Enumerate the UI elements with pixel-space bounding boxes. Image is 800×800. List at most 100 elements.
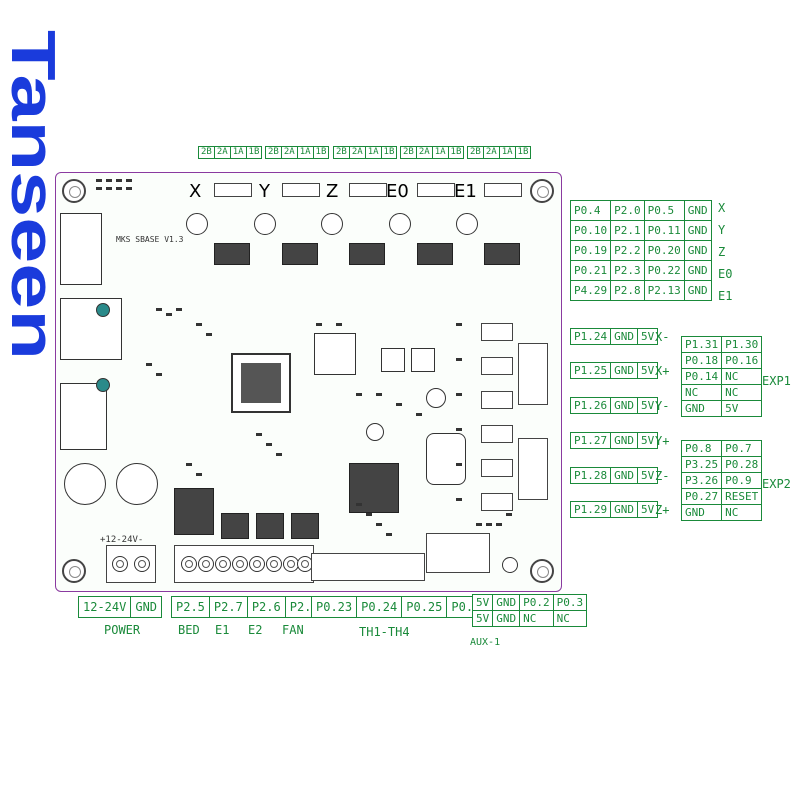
pin-cell: P0.9 [721, 472, 763, 489]
pin-cell: P1.27 [569, 432, 612, 449]
pin-cell: P0.19 [569, 240, 612, 261]
exp1-header [518, 343, 548, 405]
inductor [314, 333, 356, 375]
pin-cell: P0.7 [721, 440, 763, 457]
pin-cell: P0.24 [356, 596, 403, 618]
pin-cell: P0.11 [643, 220, 685, 241]
motor-axis-label: E1 [718, 289, 733, 303]
pin-cell: P2.13 [643, 280, 685, 301]
sd-card-slot [60, 383, 107, 450]
buzzer [426, 433, 466, 485]
axis-label: Y [259, 181, 270, 202]
endstop-connector [481, 357, 513, 375]
pin-cell: P0.22 [643, 260, 685, 281]
capacitor [426, 388, 446, 408]
endstop-connector [481, 493, 513, 511]
pin-cell: NC [721, 368, 763, 385]
endstop-connector [481, 323, 513, 341]
mounting-hole [530, 179, 554, 203]
pin-cell: GND [683, 200, 712, 221]
smd-part [456, 463, 462, 466]
pin-cell: GND [683, 240, 712, 261]
smd-part [356, 503, 362, 506]
pin-cell: P1.29 [569, 501, 612, 518]
pin-cell: P3.25 [680, 456, 723, 473]
motor-header-pin-label: 1B [248, 147, 260, 157]
smd-part [146, 363, 152, 366]
axis-label: E0 [386, 181, 409, 202]
motor-header-pin-label: 2A [417, 147, 433, 158]
mounting-hole [530, 559, 554, 583]
motor-header-pin-label: 2B [266, 147, 282, 158]
motor-header-pin-label: 2B [401, 147, 417, 158]
pin-cell: P1.26 [569, 397, 612, 414]
pin-cell: P0.23 [310, 596, 358, 618]
pin-cell: 5V [636, 362, 659, 379]
smd-part [196, 323, 202, 326]
motor-connector [484, 183, 522, 197]
pin-cell: NC [721, 384, 763, 401]
mosfet [256, 513, 284, 539]
pin-cell: GND [683, 220, 712, 241]
pin-cell: 5V [636, 397, 659, 414]
smd-part [456, 358, 462, 361]
smd-part [116, 187, 122, 190]
pin-cell: GND [130, 596, 163, 618]
pin-cell: 5V [471, 610, 494, 627]
pin-cell: 5V [636, 328, 659, 345]
mounting-hole [62, 179, 86, 203]
output-terminals [174, 545, 314, 583]
smd-part [366, 513, 372, 516]
motor-header-pin-label: 2A [484, 147, 500, 158]
pin-cell: P2.8 [610, 280, 645, 301]
mosfet [174, 488, 214, 535]
pin-cell: GND [680, 504, 723, 521]
brand-logo: Tanseen [0, 20, 67, 360]
pin-cell: P0.14 [680, 368, 723, 385]
exp1-label: EXP1 [762, 374, 791, 388]
output-label: BED [178, 623, 200, 637]
smd-part [396, 403, 402, 406]
endstop-connector [481, 425, 513, 443]
mcu-chip [231, 353, 291, 413]
smd-part [276, 453, 282, 456]
thermistor-label: TH1-TH4 [359, 625, 410, 639]
smd-part [456, 393, 462, 396]
pin-cell: P0.4 [569, 200, 612, 221]
brand-text: Tanseen [0, 30, 60, 360]
pin-cell: NC [721, 504, 763, 521]
pin-cell: GND [610, 501, 638, 518]
aux-header [426, 533, 490, 573]
output-label: E2 [248, 623, 263, 637]
smd-part [486, 523, 492, 526]
pin-cell: GND [492, 594, 521, 611]
motor-axis-label: E0 [718, 267, 733, 281]
regulator [381, 348, 405, 372]
pin-cell: 5V [636, 501, 659, 518]
motor-connector [214, 183, 252, 197]
pin-cell: GND [683, 280, 712, 301]
motor-header-pin-label: 1B [315, 147, 327, 157]
pin-cell: GND [680, 400, 723, 417]
brand-logo-svg: Tanseen [0, 30, 67, 360]
pin-cell: NC [680, 384, 723, 401]
stepper-driver-chip [484, 243, 520, 265]
exp2-header [518, 438, 548, 500]
smd-part [206, 333, 212, 336]
capacitor [64, 463, 106, 505]
